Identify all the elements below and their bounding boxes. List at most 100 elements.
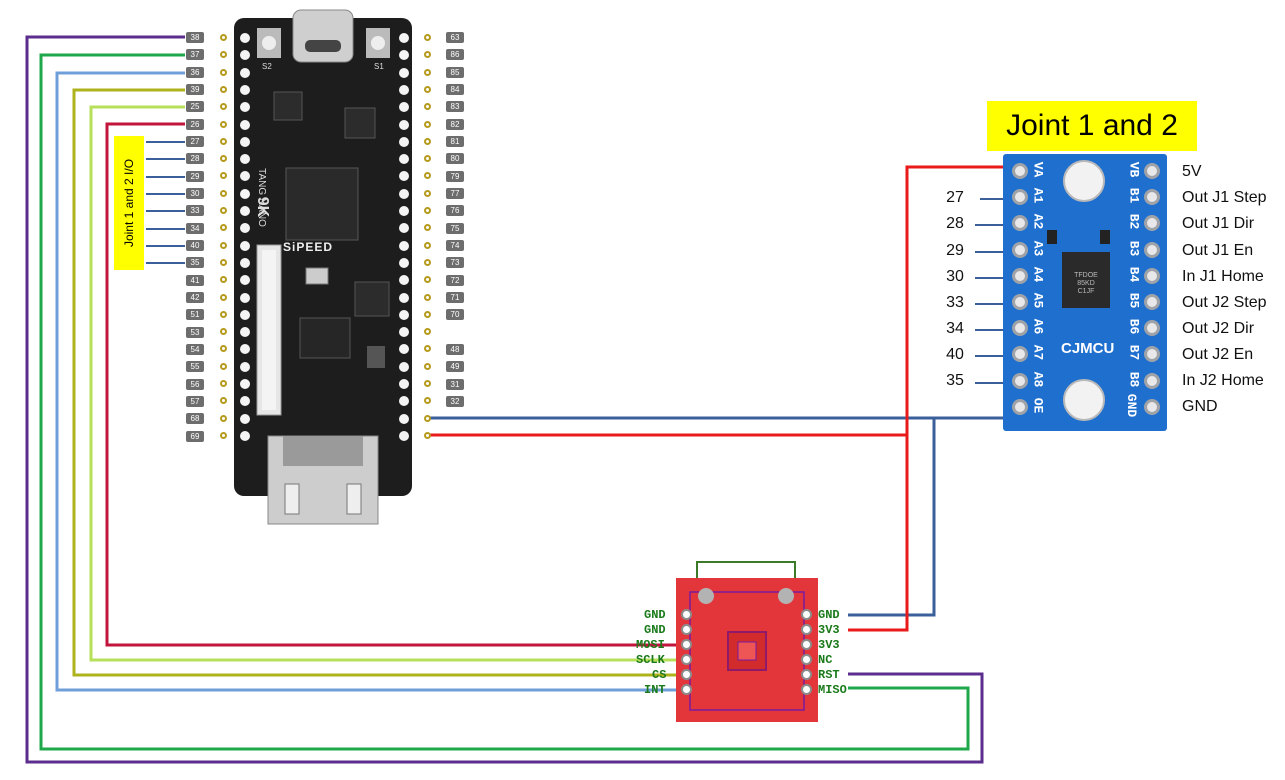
board-hole xyxy=(399,309,409,320)
cjmcu-pin-label-left: OE xyxy=(1030,397,1046,414)
pin-dot xyxy=(424,103,431,111)
cjmcu-pin xyxy=(1144,241,1160,258)
fpga-pin-label: 34 xyxy=(186,223,204,234)
board-hole xyxy=(399,240,409,251)
board-hole xyxy=(240,275,250,286)
pin-dot xyxy=(220,34,227,41)
wire-pin36-int xyxy=(55,71,676,692)
fpga-pin-label: 74 xyxy=(446,240,464,251)
pin-dot xyxy=(220,414,227,422)
fpga-pin-label: 32 xyxy=(446,396,464,407)
fpga-pin-label: 26 xyxy=(186,119,204,130)
fpga-pin-label: 73 xyxy=(446,257,464,268)
fpga-pin-label: 42 xyxy=(186,292,204,303)
fpga-silk-brand: SiPEED xyxy=(283,240,334,254)
pin-dot xyxy=(424,276,431,284)
wire-pin38-rst xyxy=(25,35,984,764)
pin-dot xyxy=(424,293,431,301)
imu-pin xyxy=(681,669,692,680)
cjmcu-pin-label-right: VB xyxy=(1126,161,1142,178)
cjmcu-pin xyxy=(1012,189,1028,206)
fpga-pin-label: 79 xyxy=(446,171,464,182)
fpga-pin-label: 41 xyxy=(186,275,204,286)
imu-pin xyxy=(801,669,812,680)
cjmcu-signal: Out J1 Dir xyxy=(1182,215,1255,232)
board-hole xyxy=(240,206,250,216)
pin-dot xyxy=(424,51,431,59)
board-hole xyxy=(240,50,250,61)
fpga-pin-label: 40 xyxy=(186,240,204,251)
imu-pin xyxy=(801,684,812,695)
board-hole xyxy=(399,102,409,113)
pin-dot xyxy=(220,51,227,59)
cjmcu-brand: CJMCU xyxy=(1061,340,1115,357)
left-wires xyxy=(25,35,984,764)
io-tag: Joint 1 and 2 I/O xyxy=(114,136,144,270)
cjmcu-signal: Out J2 Step xyxy=(1182,294,1267,311)
pin-dot xyxy=(424,34,431,41)
wire-pin39-cs xyxy=(72,88,676,677)
pin-dot xyxy=(220,207,227,214)
imu-pin xyxy=(681,609,692,620)
cjmcu-pin-label-right: B4 xyxy=(1126,266,1142,283)
board-hole xyxy=(399,292,409,303)
fpga-pin-label: 83 xyxy=(446,101,464,112)
cjmcu-pin xyxy=(1012,372,1028,389)
pin-dot xyxy=(424,68,431,76)
cjmcu-pin-label-right: B8 xyxy=(1126,371,1142,387)
imu-pin xyxy=(681,639,692,650)
fpga-pin-label: 86 xyxy=(446,49,464,60)
cjmcu-pin xyxy=(1144,294,1160,310)
fpga-pin-label: 75 xyxy=(446,223,464,234)
cjmcu-pin xyxy=(1144,320,1160,337)
board-hole xyxy=(399,223,409,234)
board-hole xyxy=(399,206,409,216)
board-hole xyxy=(240,309,250,320)
fpga-pin-label: 38 xyxy=(186,32,204,43)
imu-pin xyxy=(801,654,812,665)
board-hole xyxy=(399,84,409,95)
fpga-pin-label: 30 xyxy=(186,188,204,199)
tang-nano-board xyxy=(234,9,412,525)
cjmcu-signal: GND xyxy=(1182,398,1218,415)
fpga-pin-label: 28 xyxy=(186,153,204,164)
pin-dot xyxy=(424,241,431,249)
cjmcu-signal: In J1 Home xyxy=(1182,268,1264,285)
fpga-pin-label: 27 xyxy=(186,136,204,147)
fpga-pin-label: 49 xyxy=(446,361,464,372)
pin-dot xyxy=(424,172,431,180)
cjmcu-pin xyxy=(1012,320,1028,337)
cjmcu-pin xyxy=(1144,398,1160,415)
cjmcu-pin-label-left: A7 xyxy=(1030,345,1046,361)
pin-dot xyxy=(424,85,431,93)
fpga-silk-variant: 9K xyxy=(254,196,272,218)
pin-dot xyxy=(220,120,227,128)
imu-left-label: GND xyxy=(644,608,666,622)
cjmcu-pin-label-left: A6 xyxy=(1030,318,1046,335)
board-hole xyxy=(240,119,250,130)
imu-right-label: RST xyxy=(818,668,840,682)
cjmcu-pin-label-right: B6 xyxy=(1126,318,1142,335)
pin-dot xyxy=(424,431,431,439)
fpga-pin-label: 54 xyxy=(186,344,204,355)
pin-dot xyxy=(220,276,227,284)
cjmcu-pin-label-left: VA xyxy=(1030,161,1046,178)
cjmcu-pin-label-right: B1 xyxy=(1126,187,1142,204)
pin-dot xyxy=(220,397,227,405)
board-hole xyxy=(240,240,250,251)
pin-dot xyxy=(424,345,431,353)
pin-dot xyxy=(220,224,227,232)
pin-dot xyxy=(424,414,431,422)
imu-right-label: NC xyxy=(818,653,833,667)
board-hole xyxy=(240,33,250,43)
imu-left-label: MOSI xyxy=(636,638,665,652)
pin-dot xyxy=(220,328,227,336)
fpga-pin-label: 39 xyxy=(186,84,204,95)
wire-gnd xyxy=(428,416,936,617)
pin-dot xyxy=(424,258,431,266)
board-hole xyxy=(240,188,250,199)
fpga-pin-label: 81 xyxy=(446,136,464,147)
fpga-pin-label: 33 xyxy=(186,205,204,216)
io-tag-label: Joint 1 and 2 I/O xyxy=(122,158,136,248)
